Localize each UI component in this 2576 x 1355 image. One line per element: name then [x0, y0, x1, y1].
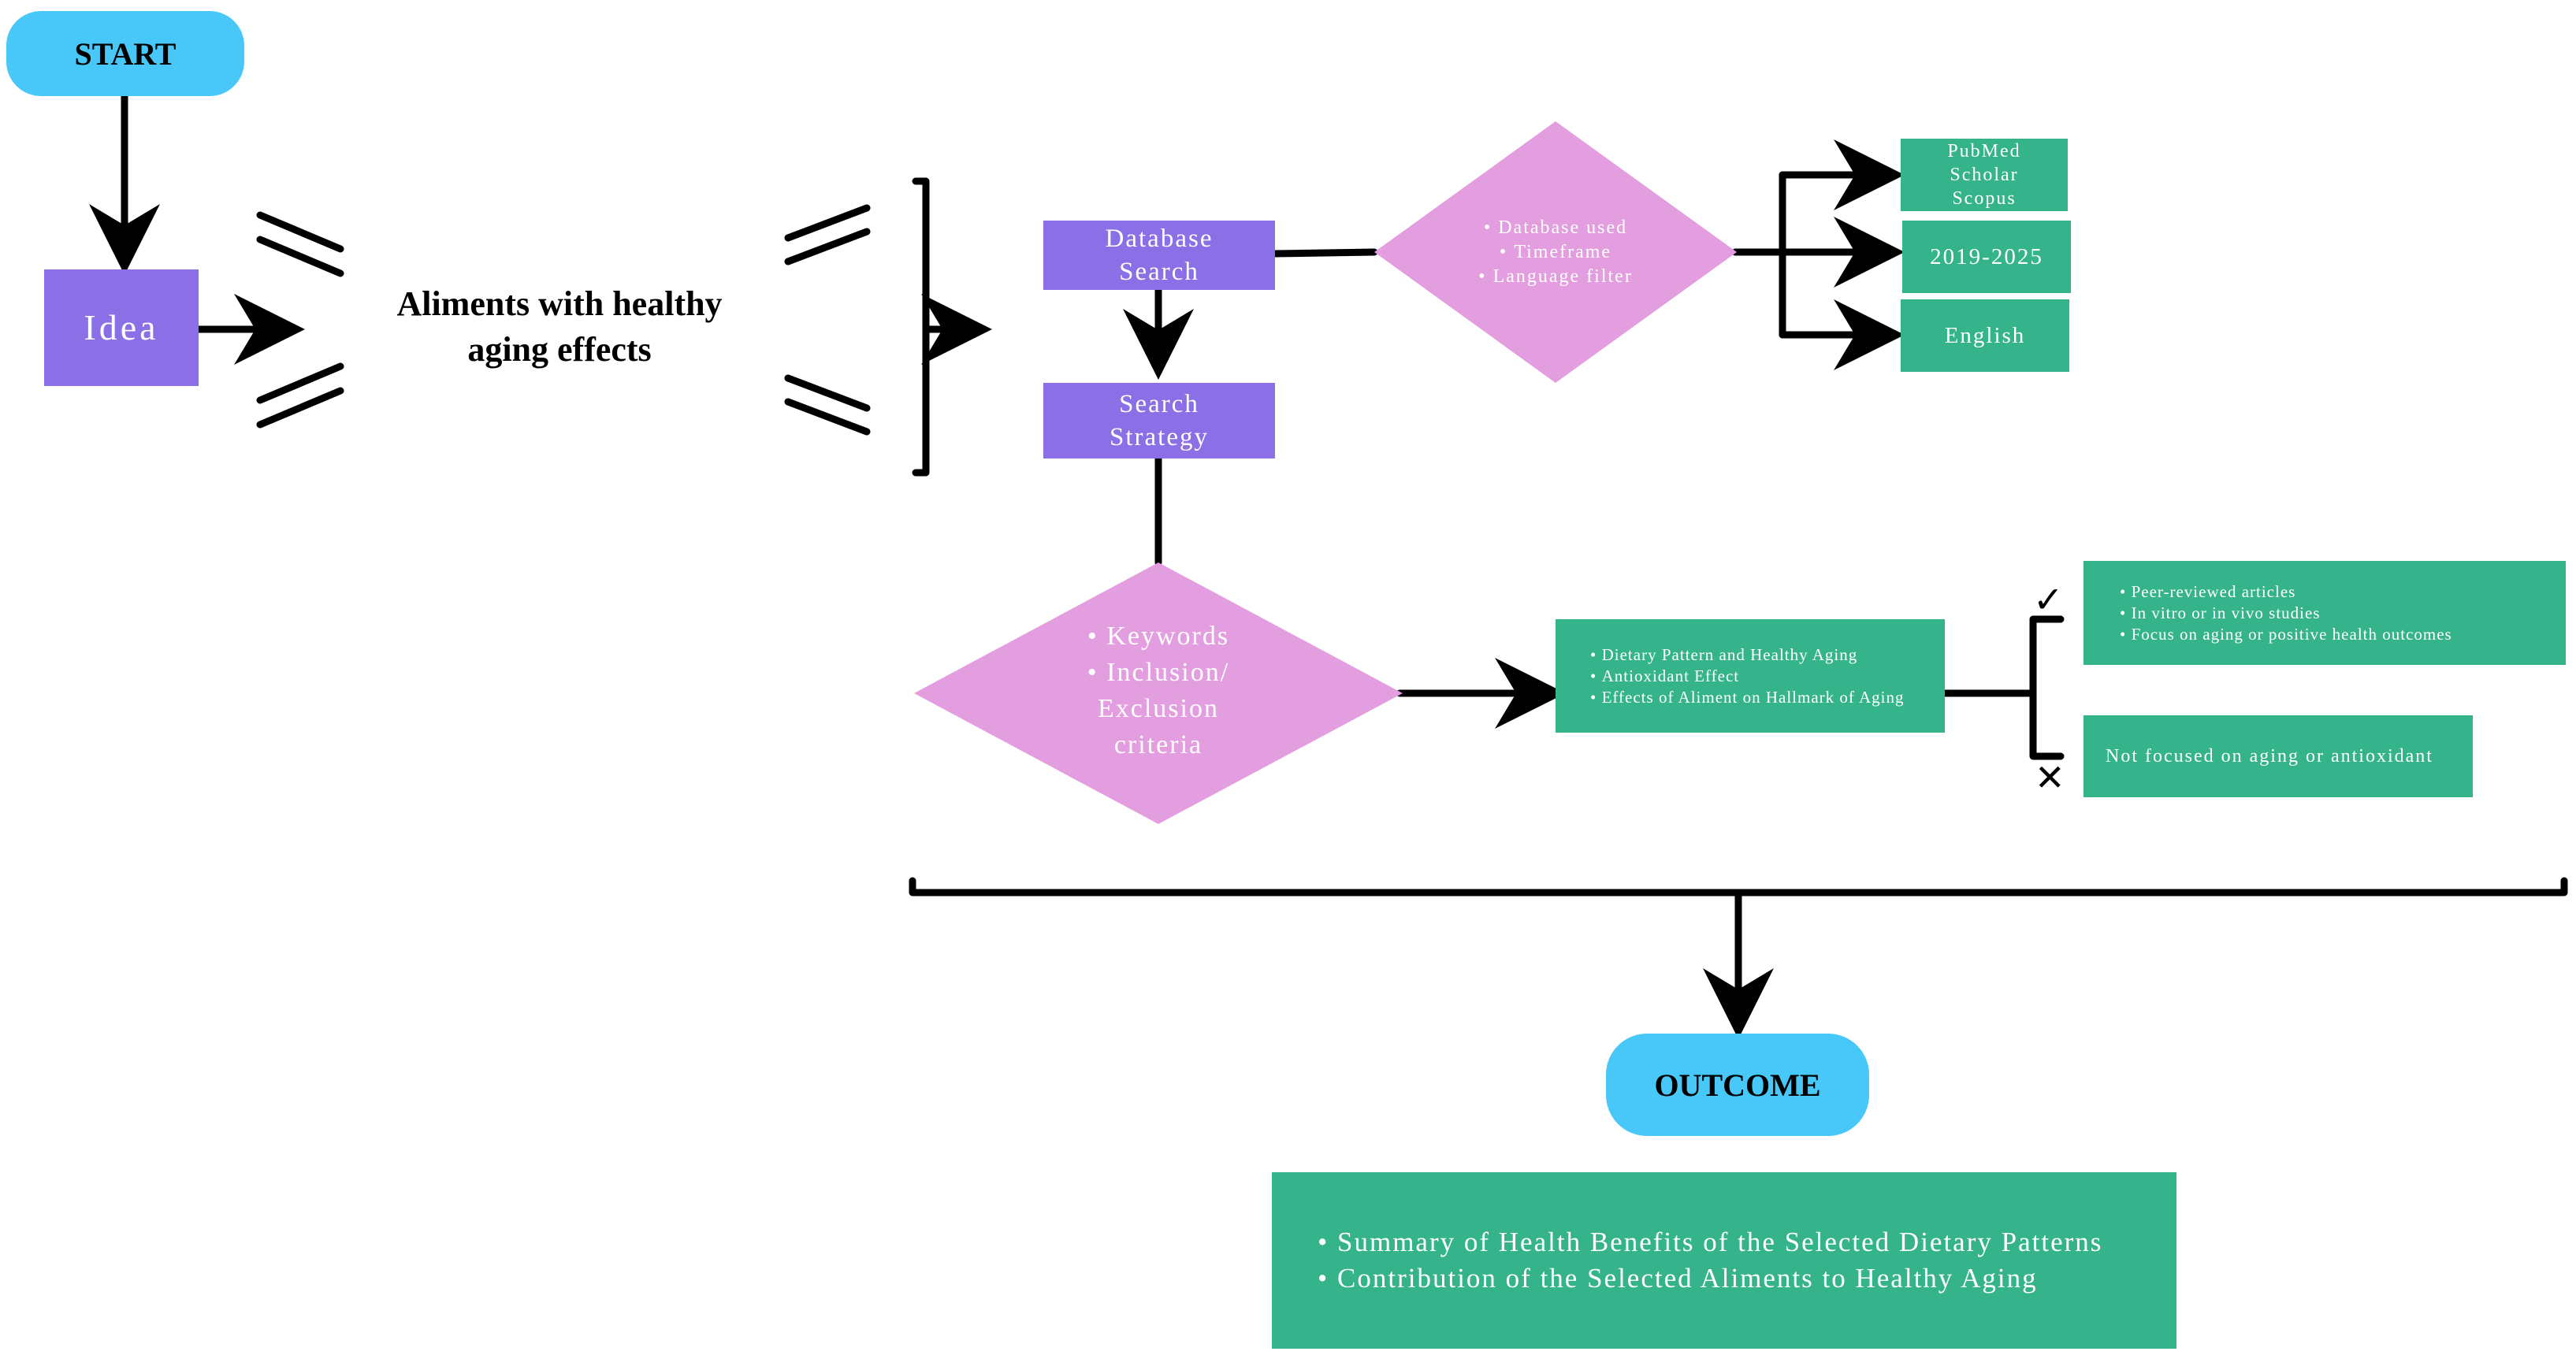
search-strategy-box: Search Strategy	[1043, 383, 1275, 458]
keyword-item: Effects of Aliment on Hallmark of Aging	[1590, 687, 1905, 708]
outcome-item: Contribution of the Selected Aliments to…	[1318, 1260, 2102, 1297]
inclusion-item: Focus on aging or positive health outcom…	[2120, 624, 2452, 645]
inclusion-item: In vitro or in vivo studies	[2120, 603, 2452, 624]
database-name: PubMed	[1947, 141, 2021, 161]
equals-mark-upper-right-2	[784, 228, 871, 265]
outcome-label: OUTCOME	[1654, 1067, 1821, 1103]
topic-label: Aliments with healthy aging effects	[396, 284, 723, 369]
idea-box: Idea	[44, 269, 199, 386]
language-box: English	[1901, 299, 2069, 372]
database-name: Scholar	[1950, 165, 2019, 185]
equals-mark-upper-left-2	[256, 236, 344, 277]
timeframe-value: 2019-2025	[1930, 244, 2043, 269]
search-strategy-label: Search Strategy	[1110, 390, 1209, 451]
screening-criteria-item: Inclusion/ Exclusion criteria	[1080, 655, 1237, 763]
exclusion-item: Not focused on aging or antioxidant	[2106, 746, 2433, 767]
keyword-item: Dietary Pattern and Healthy Aging	[1590, 644, 1905, 666]
timeframe-box: 2019-2025	[1902, 221, 2071, 293]
include-exclude-bracket	[2029, 615, 2065, 760]
start-terminal: START	[6, 11, 244, 96]
search-parameter-item: Timeframe	[1478, 240, 1633, 265]
check-icon: ✓	[2033, 578, 2064, 621]
equals-mark-lower-left-2	[256, 387, 344, 429]
search-parameters-text: Database used Timeframe Language filter	[1437, 206, 1674, 298]
keyword-item: Antioxidant Effect	[1590, 666, 1905, 687]
inclusion-item: Peer-reviewed articles	[2120, 581, 2452, 603]
equals-mark-lower-right-2	[784, 398, 871, 436]
idea-label: Idea	[84, 307, 159, 347]
inclusion-criteria-box: Peer-reviewed articles In vitro or in vi…	[2083, 561, 2566, 665]
equals-mark-lower-left-1	[256, 362, 344, 404]
outcome-terminal: OUTCOME	[1606, 1034, 1869, 1136]
exclusion-criteria-box: Not focused on aging or antioxidant	[2083, 715, 2473, 797]
screening-criteria-item: Keywords	[1080, 618, 1237, 655]
equals-mark-lower-right-1	[784, 374, 871, 412]
database-search-box: Database Search	[1043, 221, 1275, 290]
database-name: Scopus	[1952, 188, 2017, 209]
keywords-box: Dietary Pattern and Healthy Aging Antiox…	[1556, 619, 1945, 733]
database-search-label: Database Search	[1105, 225, 1214, 286]
equals-mark-upper-right-1	[784, 204, 871, 242]
line-database-to-diamond	[1271, 248, 1378, 258]
outcome-summary-box: Summary of Health Benefits of the Select…	[1272, 1172, 2176, 1349]
search-parameter-item: Database used	[1478, 216, 1633, 240]
cross-icon: ✕	[2035, 756, 2065, 799]
search-parameter-item: Language filter	[1478, 265, 1633, 289]
start-label: START	[74, 35, 177, 72]
equals-mark-upper-left-1	[256, 211, 344, 253]
databases-box: PubMed Scholar Scopus	[1901, 139, 2068, 211]
screening-criteria-text: Keywords Inclusion/ Exclusion criteria	[1040, 616, 1277, 766]
language-value: English	[1944, 323, 2026, 348]
outcome-item: Summary of Health Benefits of the Select…	[1318, 1224, 2102, 1260]
